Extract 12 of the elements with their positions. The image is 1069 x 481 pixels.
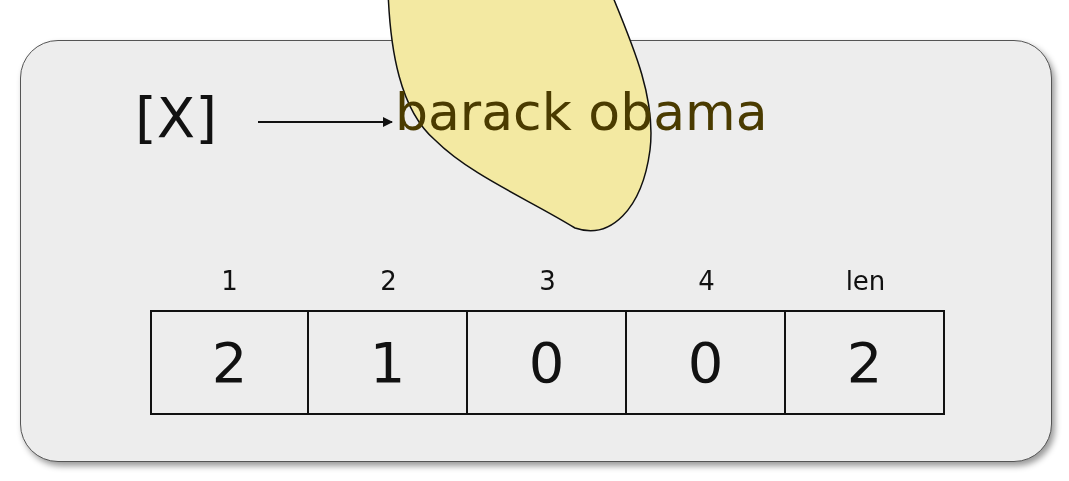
array-cell: 0 — [466, 310, 627, 415]
index-label: len — [844, 266, 887, 296]
index-label: 4 — [697, 266, 716, 296]
index-label: 1 — [220, 266, 239, 296]
arrow — [257, 117, 393, 127]
variable-label: [X] — [135, 85, 218, 150]
array-cell: 0 — [625, 310, 786, 415]
array-cell: 1 — [307, 310, 468, 415]
index-label: 2 — [379, 266, 398, 296]
index-label: 3 — [538, 266, 557, 296]
array-cell: 2 — [784, 310, 945, 415]
array-cell: 2 — [150, 310, 309, 415]
